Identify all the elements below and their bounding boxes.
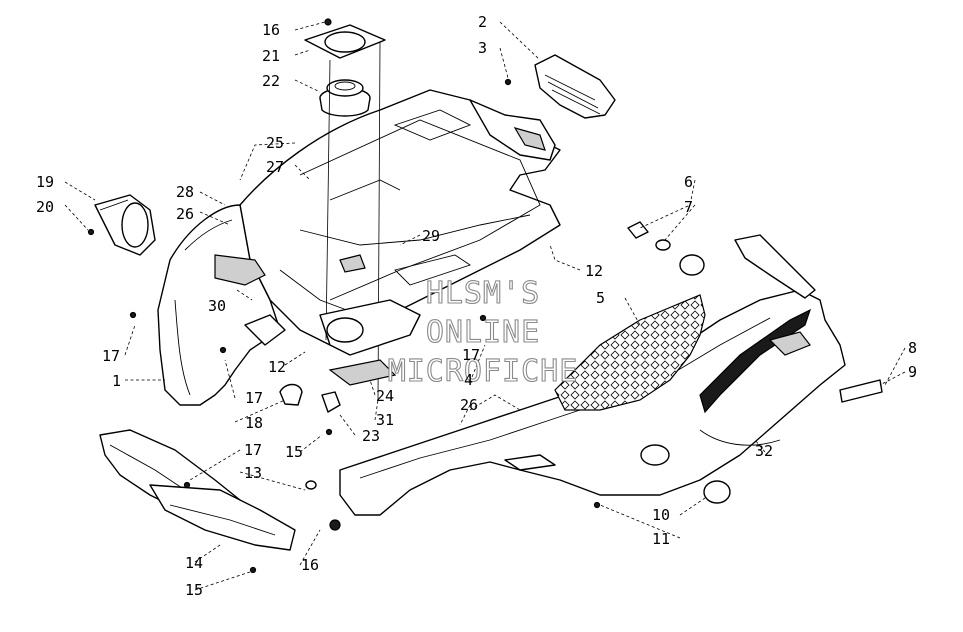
callout-25: 25	[266, 134, 284, 152]
callout-16-top: 16	[262, 21, 280, 39]
callout-12-left: 12	[268, 358, 286, 376]
callout-24: 24	[376, 387, 394, 405]
callout-6: 6	[684, 173, 693, 191]
callout-11: 11	[652, 530, 670, 548]
callout-15-mid: 15	[285, 443, 303, 461]
steering-boot	[319, 79, 371, 117]
callout-17-bottom: 17	[244, 441, 262, 459]
callout-15-bottom: 15	[185, 581, 203, 599]
callout-4: 4	[464, 371, 473, 389]
callout-22: 22	[262, 72, 280, 90]
callout-20: 20	[36, 198, 54, 216]
callout-17-mid: 17	[245, 389, 263, 407]
gasket-plate	[304, 18, 386, 59]
callout-9: 9	[908, 363, 917, 381]
callout-28: 28	[176, 183, 194, 201]
callout-16-bottom: 16	[301, 556, 319, 574]
watermark-line-2: ONLINE	[426, 315, 540, 350]
left-side-panel	[157, 204, 286, 406]
callout-14: 14	[185, 554, 203, 572]
callout-3: 3	[478, 39, 487, 57]
windshield-trim	[734, 234, 816, 299]
callout-7: 7	[684, 198, 693, 216]
callout-30: 30	[208, 297, 226, 315]
callout-19: 19	[36, 173, 54, 191]
watermark-line-3: MICROFICHE	[388, 354, 579, 389]
diamond-decal	[554, 294, 706, 411]
frame-plate	[319, 299, 421, 386]
watermark-line-1: HLSM'S	[426, 276, 540, 311]
callout-29: 29	[422, 227, 440, 245]
callout-8: 8	[908, 339, 917, 357]
watermark: HLSM'S ONLINE MICROFICHE	[387, 275, 579, 389]
callout-2: 2	[478, 13, 487, 31]
callouts: 16 21 22 2 3 25 27 28 26 19 20 29 12 5 6…	[36, 13, 917, 599]
callout-18: 18	[245, 414, 263, 432]
callout-13: 13	[244, 464, 262, 482]
callout-10: 10	[652, 506, 670, 524]
hood-cone	[94, 194, 156, 256]
callout-26-left: 26	[176, 205, 194, 223]
front-bumper	[99, 429, 296, 551]
callout-5: 5	[596, 289, 605, 307]
callout-31: 31	[376, 411, 394, 429]
clip-18	[279, 383, 303, 406]
callout-32: 32	[755, 442, 773, 460]
callout-21: 21	[262, 47, 280, 65]
callout-26-center: 26	[460, 396, 478, 414]
callout-12-right: 12	[585, 262, 603, 280]
callout-27: 27	[266, 158, 284, 176]
console-part-2	[469, 54, 616, 161]
callout-23: 23	[362, 427, 380, 445]
leader-lines	[64, 21, 906, 591]
callout-17-center: 17	[462, 346, 480, 364]
bracket-23	[321, 391, 341, 413]
hardware	[87, 78, 883, 574]
callout-17-left: 17	[102, 347, 120, 365]
callout-1: 1	[112, 372, 121, 390]
